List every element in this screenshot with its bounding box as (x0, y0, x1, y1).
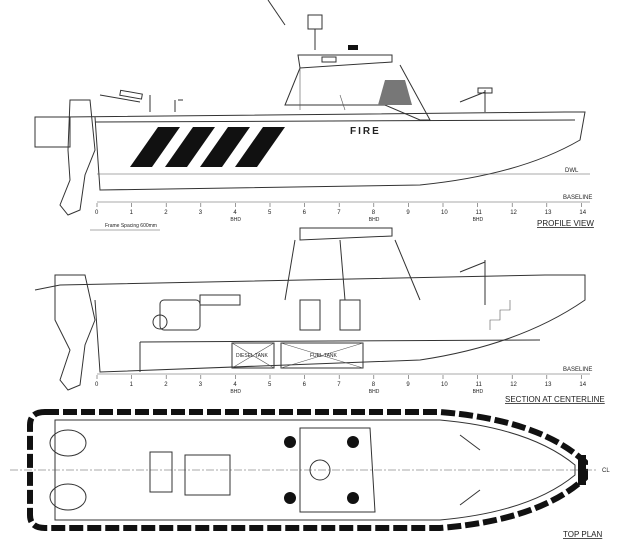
frame-number: 14 (579, 382, 586, 388)
frame-number: 12 (510, 382, 517, 388)
frame-number: 13 (545, 210, 552, 216)
frame-number: 3 (199, 210, 203, 216)
windshield (378, 80, 412, 105)
light-bar (348, 45, 358, 50)
frame-number: 0 (95, 382, 99, 388)
section-hardtop (299, 227, 393, 241)
cl-label: CL (602, 468, 610, 474)
frame-number: 12 (510, 210, 517, 216)
swim-platform (34, 116, 71, 148)
frame-number: 11 (476, 210, 483, 216)
hull-stripes (130, 127, 285, 167)
frame-number: 11 (476, 382, 483, 388)
frame-number: 13 (545, 382, 552, 388)
section-baseline-label: BASELINE (563, 367, 592, 373)
frame-number: 9 (406, 210, 410, 216)
vent-grille (199, 294, 241, 306)
frame-number: 4 (233, 382, 237, 388)
bulkhead-label: BHD (473, 217, 484, 223)
hull-text: FIRE (350, 126, 381, 137)
frame-number: 9 (406, 382, 410, 388)
water-cannon-fwd (459, 90, 486, 112)
outboard-motor (59, 99, 96, 216)
outboard-top-stbd (49, 483, 87, 511)
frame-number: 10 (441, 210, 448, 216)
deck-outline (54, 419, 576, 521)
radar-dome (307, 14, 323, 30)
frame-number: 5 (268, 210, 272, 216)
frame-number: 6 (303, 210, 307, 216)
frame-number: 5 (268, 382, 272, 388)
frame-number: 2 (164, 210, 168, 216)
vent-pipe (174, 99, 183, 112)
diesel-tank: DIESEL TANK (231, 342, 275, 369)
sheer-line (94, 119, 576, 123)
seat-top (284, 492, 296, 504)
bow-cannons (459, 434, 481, 506)
bulkhead-label: BHD (230, 389, 241, 395)
seat (339, 299, 361, 331)
deck-line (139, 339, 541, 343)
dwl-label: DWL (565, 168, 579, 174)
baseline-label: BASELINE (563, 195, 592, 201)
helm-wheel (309, 459, 331, 481)
water-cannon-barrel (477, 87, 493, 94)
hatch (184, 454, 231, 496)
frame-spacing-label: Frame Spacing 600mm (105, 223, 157, 229)
frame-number: 10 (441, 382, 448, 388)
top-plan: CL TOP PLAN (10, 409, 610, 539)
frame-number: 1 (130, 210, 134, 216)
frame-number: 8 (372, 210, 376, 216)
fuel-tank: FUEL TANK (280, 342, 364, 369)
bulkhead-label: BHD (473, 389, 484, 395)
diesel-tank-label: DIESEL TANK (236, 353, 269, 359)
frame-number: 2 (164, 382, 168, 388)
seat (299, 299, 321, 331)
frame-number: 4 (233, 210, 237, 216)
frame-number: 3 (199, 382, 203, 388)
hull-profile (64, 111, 586, 191)
profile-view-title: PROFILE VIEW (537, 219, 594, 228)
frame-number: 0 (95, 210, 99, 216)
water-cannon-barrel (119, 89, 143, 100)
section-outboard (54, 274, 96, 391)
section-frame (284, 239, 421, 301)
seat-top (284, 436, 296, 448)
top-plan-title: TOP PLAN (563, 530, 603, 539)
antenna (267, 0, 286, 26)
bulkhead-label: BHD (230, 217, 241, 223)
frame-number: 6 (303, 382, 307, 388)
cabin-post (339, 94, 346, 111)
seat-top (347, 492, 359, 504)
frame-number: 8 (372, 382, 376, 388)
console-top (299, 427, 376, 513)
frame-number: 1 (130, 382, 134, 388)
bulkhead-label: BHD (369, 217, 380, 223)
section-hull (34, 274, 586, 373)
cabin-outline (284, 64, 431, 121)
section-water-cannon (459, 260, 486, 305)
frame-number: 7 (337, 382, 341, 388)
outboard-top-port (49, 429, 87, 457)
bow-fender (578, 455, 586, 485)
water-cannon-aft (99, 94, 151, 112)
fender-collar (27, 409, 588, 531)
fuel-tank-label: FUEL TANK (310, 353, 338, 359)
bow-steps (489, 300, 511, 330)
hardtop-hatch (321, 56, 337, 63)
frame-number: 14 (579, 210, 586, 216)
pump-housing (159, 299, 201, 331)
bulkhead-label: BHD (369, 389, 380, 395)
seat-top (347, 436, 359, 448)
section-title: SECTION AT CENTERLINE (505, 395, 605, 404)
engine-grille (149, 451, 173, 493)
hardtop (297, 54, 393, 69)
frame-number: 7 (337, 210, 341, 216)
